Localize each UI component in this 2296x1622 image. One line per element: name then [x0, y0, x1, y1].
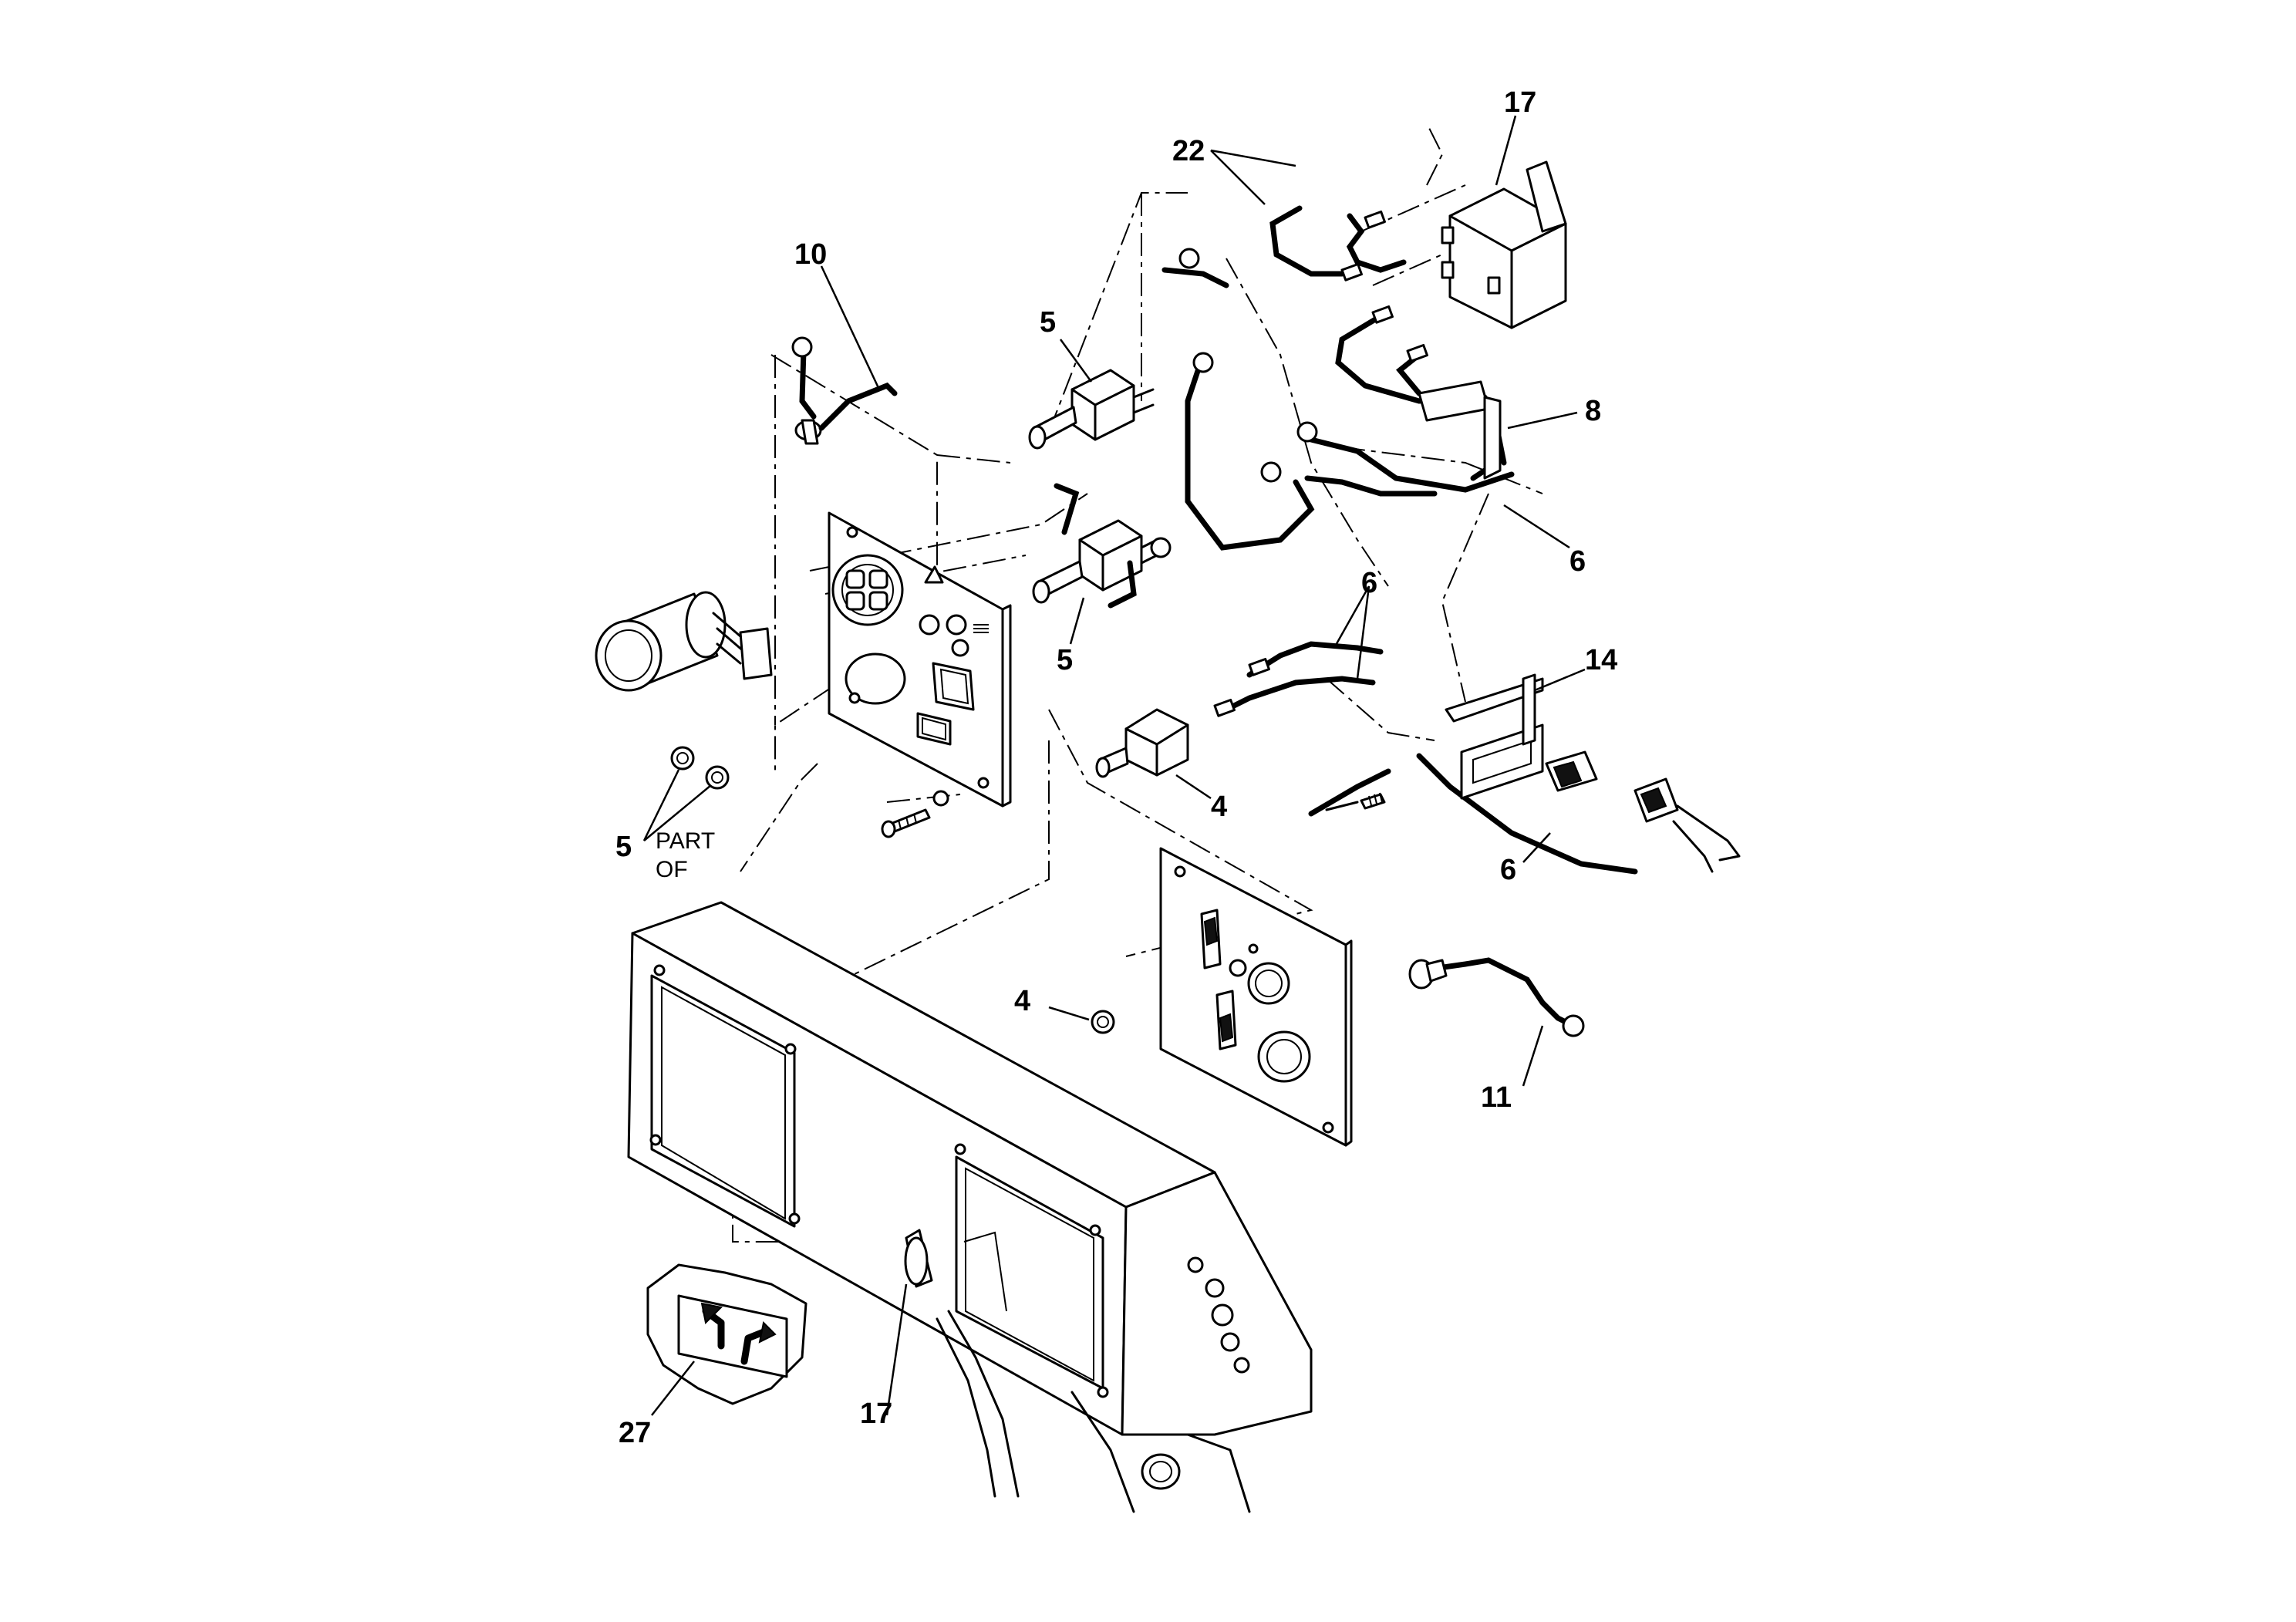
callout-5-middle: 5 — [1057, 644, 1073, 676]
callout-22: 22 — [1172, 135, 1205, 167]
callout-4-switch: 4 — [1211, 791, 1227, 823]
toggle-switch-upper — [1028, 369, 1155, 450]
part-of-note-line2: OF — [656, 857, 688, 882]
push-button-switch — [1095, 708, 1189, 778]
callout-10: 10 — [794, 238, 827, 271]
callout-11: 11 — [1481, 1081, 1512, 1114]
wire-sleeve — [1418, 380, 1502, 480]
wire-connector-plug — [1545, 750, 1741, 873]
part-of-note-line1: PART — [656, 828, 715, 854]
callout-17-bottom: 17 — [860, 1398, 892, 1430]
callout-6-lower: 6 — [1500, 854, 1516, 886]
mounting-bracket — [1445, 673, 1544, 800]
lamp-socket — [1408, 959, 1448, 990]
callout-27: 27 — [619, 1417, 651, 1449]
console-housing — [627, 901, 1313, 1513]
callout-14: 14 — [1585, 644, 1617, 676]
leader-lines — [642, 115, 1586, 1416]
spade-connectors — [1213, 210, 1428, 717]
hardware-nuts — [670, 746, 1115, 1034]
callout-5-upper: 5 — [1040, 306, 1056, 339]
switch-panel — [1159, 847, 1353, 1147]
indicator-lamp-housing — [595, 419, 822, 692]
callout-17-top: 17 — [1504, 86, 1536, 119]
spring-cable — [1325, 792, 1386, 811]
left-control-panel — [828, 511, 1012, 808]
callout-6-middle: 6 — [1361, 567, 1377, 599]
callout-4-nut: 4 — [1014, 985, 1030, 1017]
direction-decal — [646, 1263, 807, 1405]
callout-8: 8 — [1585, 395, 1601, 427]
wiring-harness — [799, 205, 1638, 1029]
toggle-switch-middle — [1032, 519, 1158, 604]
callout-6-right: 6 — [1569, 545, 1586, 578]
ring-terminals — [791, 248, 1585, 1037]
callout-numbers: 17 22 10 5 8 6 6 5 14 4 6 5 PART OF 4 11… — [615, 86, 1617, 1449]
callout-5-left: 5 — [615, 831, 632, 863]
relay-box — [1441, 160, 1567, 329]
